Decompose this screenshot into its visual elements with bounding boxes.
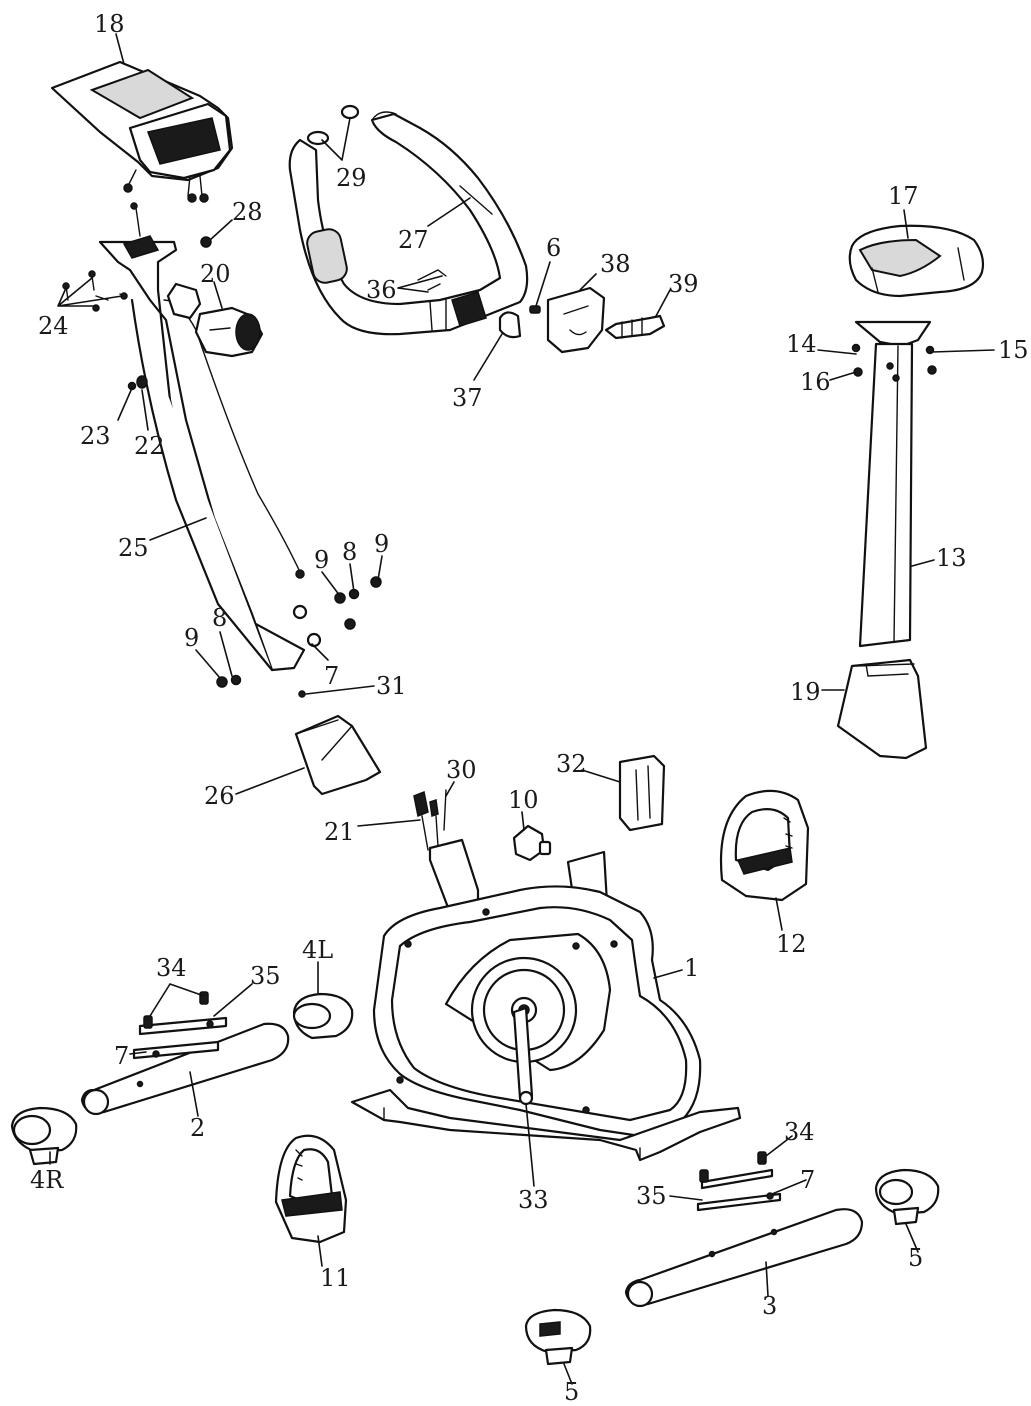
label-34a: 34 (156, 954, 187, 982)
label-7b: 7 (114, 1042, 129, 1070)
label-5a: 5 (908, 1244, 923, 1272)
label-33: 33 (518, 1186, 549, 1214)
part-seat-cover-19 (836, 658, 928, 760)
part-screws-24 (62, 270, 128, 312)
part-fasteners-34-35-7-front (132, 991, 228, 1060)
label-23: 23 (80, 422, 111, 450)
label-10: 10 (508, 786, 539, 814)
part-pedal-right (719, 789, 810, 902)
part-front-stabilizer (80, 1022, 290, 1116)
label-32: 32 (556, 750, 587, 778)
part-fasteners-34-35-7-rear (696, 1151, 782, 1212)
label-36: 36 (366, 276, 397, 304)
label-29: 29 (336, 164, 367, 192)
label-1: 1 (684, 954, 699, 982)
part-console (50, 60, 234, 203)
label-12: 12 (776, 930, 807, 958)
part-main-frame (350, 838, 742, 1162)
label-19: 19 (790, 678, 821, 706)
part-tension-control (166, 282, 264, 358)
part-post-cover-26 (294, 714, 382, 796)
label-4R: 4R (30, 1166, 64, 1194)
label-11: 11 (320, 1264, 351, 1292)
label-27: 27 (398, 226, 429, 254)
part-bolt-28 (200, 236, 212, 248)
label-17: 17 (888, 182, 919, 210)
label-34b: 34 (784, 1118, 815, 1146)
part-wires-21-30 (413, 789, 447, 851)
label-38: 38 (600, 250, 631, 278)
label-15: 15 (998, 336, 1029, 364)
label-16: 16 (800, 368, 831, 396)
label-8a: 8 (342, 538, 357, 566)
label-3: 3 (762, 1292, 777, 1320)
label-21: 21 (324, 818, 355, 846)
label-20: 20 (200, 260, 231, 288)
part-knob-10 (512, 824, 552, 862)
label-39: 39 (668, 270, 699, 298)
label-18: 18 (94, 10, 125, 38)
part-knob-39 (604, 314, 666, 340)
label-5b: 5 (564, 1378, 579, 1406)
label-35a: 35 (250, 962, 281, 990)
label-14: 14 (786, 330, 817, 358)
label-13: 13 (936, 544, 967, 572)
label-22: 22 (134, 432, 165, 460)
part-end-cap-4R (10, 1106, 78, 1166)
label-9c: 9 (184, 624, 199, 652)
label-37: 37 (452, 384, 483, 412)
label-7c: 7 (800, 1166, 815, 1194)
label-28: 28 (232, 198, 263, 226)
part-rear-stabilizer (624, 1208, 864, 1308)
part-pin-6 (529, 305, 541, 314)
part-number-labels: 18 29 27 28 20 24 36 6 38 39 37 17 14 15… (30, 10, 1029, 1406)
label-9a: 9 (314, 546, 329, 574)
part-handlebar (288, 104, 529, 336)
part-fasteners-post (216, 576, 382, 698)
part-end-cap-5-right (874, 1168, 940, 1226)
part-end-cap-5-bottom (524, 1308, 592, 1366)
label-8b: 8 (212, 604, 227, 632)
label-4L: 4L (302, 936, 333, 964)
part-pedal-left (274, 1134, 348, 1244)
label-7a: 7 (324, 662, 339, 690)
label-26: 26 (204, 782, 235, 810)
label-9b: 9 (374, 530, 389, 558)
label-24: 24 (38, 312, 69, 340)
part-handlebar-clamp-38 (546, 286, 606, 354)
part-bushing-37 (498, 311, 522, 339)
label-35b: 35 (636, 1182, 667, 1210)
label-6: 6 (546, 234, 561, 262)
part-seat-post (851, 320, 937, 648)
label-2: 2 (190, 1114, 205, 1142)
part-bushing-32 (618, 754, 666, 832)
label-25: 25 (118, 534, 149, 562)
label-31: 31 (376, 672, 407, 700)
label-30: 30 (446, 756, 477, 784)
part-washer-22 (136, 375, 148, 389)
leader-lines (49, 33, 995, 1385)
part-end-cap-4L (292, 992, 354, 1040)
part-seat (848, 224, 985, 298)
